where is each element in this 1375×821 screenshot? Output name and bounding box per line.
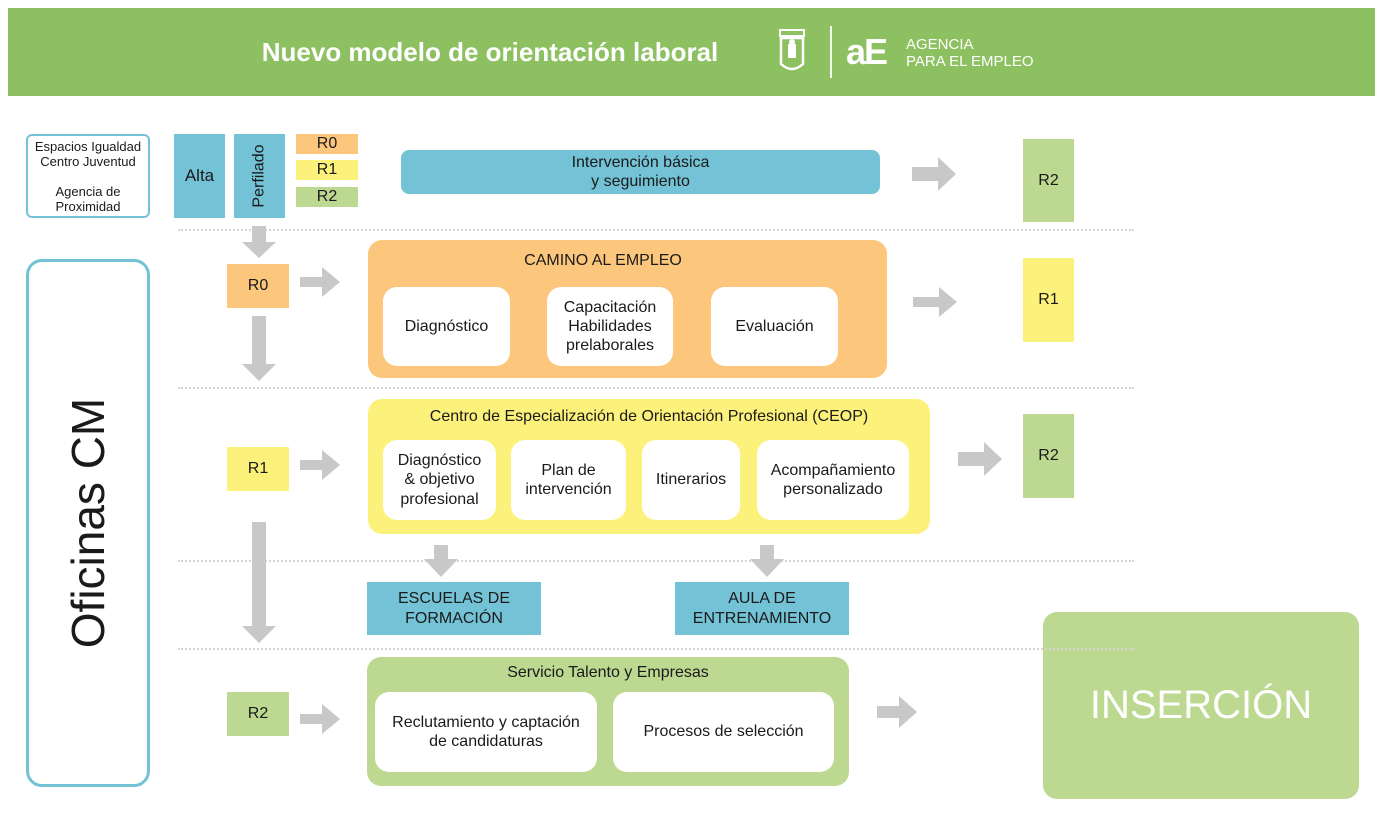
row-separator [178,648,1134,650]
basic-intervention-box: Intervención básica y seguimiento [401,150,880,194]
r0-result-r1: R1 [1023,258,1074,342]
alta-box: Alta [174,134,225,218]
intake-sources-box: Espacios Igualdad Centro Juventud Agenci… [26,134,150,218]
arrow-right-icon [912,157,956,191]
step-procesos-seleccion: Procesos de selección [613,692,834,772]
level-r1: R1 [296,160,358,180]
level-r0: R0 [296,134,358,154]
step-plan-intervencion: Plan de intervención [511,440,626,520]
step-evaluacion: Evaluación [711,287,838,366]
basic-result-r2: R2 [1023,139,1074,222]
arrow-right-icon [877,696,917,728]
r0-badge: R0 [227,264,289,308]
step-acompanamiento: Acompañamiento personalizado [757,440,909,520]
row-separator [178,560,1134,562]
escuelas-formacion-box: ESCUELAS DE FORMACIÓN [367,582,541,635]
agency-name: AGENCIA PARA EL EMPLEO [906,36,1034,70]
arrow-down-icon [242,226,276,258]
arrow-right-icon [300,704,340,734]
insercion-box: INSERCIÓN [1043,612,1359,799]
step-reclutamiento: Reclutamiento y captación de candidatura… [375,692,597,772]
ceop-title: Centro de Especialización de Orientación… [429,408,869,425]
arrow-down-icon [424,545,458,577]
level-r2: R2 [296,187,358,207]
header-divider [830,26,832,78]
r2-badge: R2 [227,692,289,736]
step-itinerarios: Itinerarios [642,440,740,520]
aula-entrenamiento-box: AULA DE ENTRENAMIENTO [675,582,849,635]
step-capacitacion: Capacitación Habilidades prelaborales [547,287,673,366]
row-separator [178,387,1134,389]
offices-box [26,259,150,787]
step-diagnostico: Diagnóstico [383,287,510,366]
arrow-right-icon [913,287,957,317]
arrow-down-icon [242,316,276,381]
page-title: Nuevo modelo de orientación laboral [261,36,719,67]
r1-badge: R1 [227,447,289,491]
r1-result-r2: R2 [1023,414,1074,498]
arrow-right-icon [300,450,340,480]
camino-title: CAMINO AL EMPLEO [524,252,682,269]
header-banner [8,8,1375,96]
row-separator [178,229,1134,231]
talento-title: Servicio Talento y Empresas [507,664,709,681]
arrow-right-icon [300,267,340,297]
arrow-down-icon [242,522,276,643]
arrow-down-icon [750,545,784,577]
agency-logo: aE [846,31,888,72]
step-diagnostico-objetivo: Diagnóstico & objetivo profesional [383,440,496,520]
perfilado-box: Perfilado [234,134,285,218]
madrid-coat-of-arms-icon [778,28,806,76]
arrow-right-icon [958,442,1002,476]
